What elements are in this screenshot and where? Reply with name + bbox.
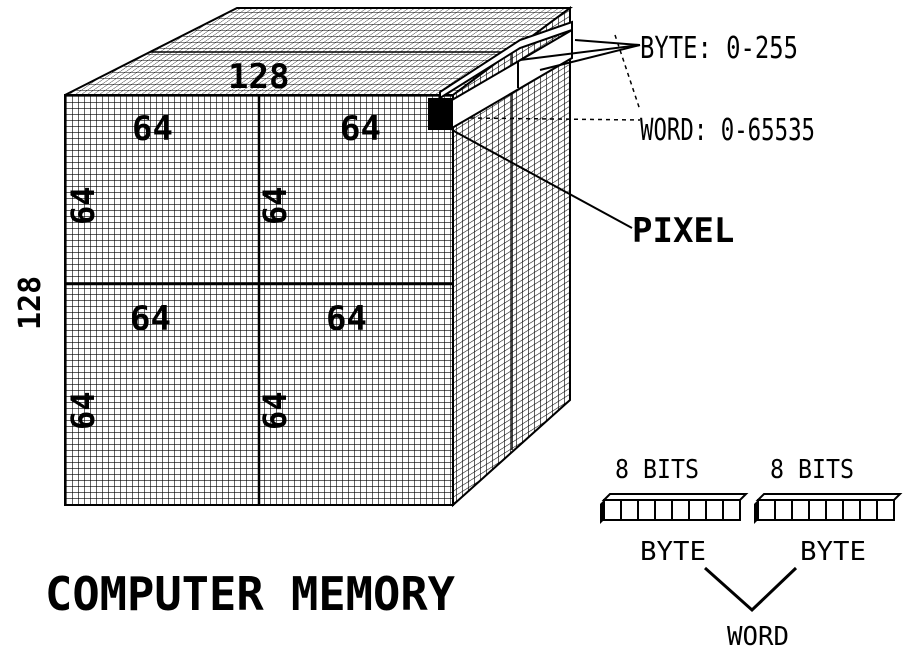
right-byte-label: BYTE [800, 537, 866, 567]
left-bits-label: 8 BITS [615, 455, 699, 485]
word-label: WORD [727, 622, 789, 647]
left-byte-cells [600, 493, 749, 524]
right-byte-bit-cell [808, 499, 827, 521]
right-byte-bit-cell [876, 499, 895, 521]
byte-range-label: BYTE: 0-255 [640, 31, 798, 66]
vertical-label-top-right: 64 [256, 186, 294, 225]
right-byte-bit-cell [859, 499, 878, 521]
pixel-label: PIXEL [632, 211, 734, 251]
left-byte-label: BYTE [640, 537, 706, 567]
left-byte-bit-cell [671, 499, 690, 521]
right-byte-cells [754, 493, 903, 524]
left-byte-bit-cell [654, 499, 673, 521]
quadrant-label-top-right: 64 [340, 109, 381, 149]
right-byte-bit-cell [791, 499, 810, 521]
bits-diagram: 8 BITS 8 BITS BYTE BYTE WORD [600, 455, 903, 647]
quadrant-label-bottom-left: 64 [130, 299, 171, 339]
left-byte-bit-cell [637, 499, 656, 521]
pixel-block [428, 98, 452, 130]
left-byte-bit-cell [688, 499, 707, 521]
quadrant-label-bottom-right: 64 [326, 299, 367, 339]
word-connector [704, 566, 798, 613]
byte-word-prism-top [439, 20, 573, 100]
left-byte-bit-cell [705, 499, 724, 521]
vertical-label-bottom-left: 64 [64, 391, 102, 430]
cube-top-label: 128 [228, 57, 289, 97]
right-bits-label: 8 BITS [770, 455, 854, 485]
vertical-label-top-left: 64 [64, 186, 102, 225]
left-byte-bit-cell [603, 499, 622, 521]
diagram-caption: COMPUTER MEMORY [45, 567, 455, 621]
right-byte-bit-cell [757, 499, 776, 521]
right-byte-bit-cell [774, 499, 793, 521]
left-byte-bit-cell [722, 499, 741, 521]
quadrant-label-top-left: 64 [132, 109, 173, 149]
right-byte-bit-cell [825, 499, 844, 521]
cube-side-label: 128 [13, 276, 48, 330]
callout-lines [451, 34, 641, 229]
word-range-label: WORD: 0-65535 [640, 113, 815, 148]
vertical-label-bottom-right: 64 [256, 391, 294, 430]
right-byte-bit-cell [842, 499, 861, 521]
left-byte-bit-cell [620, 499, 639, 521]
memory-cube [64, 6, 574, 508]
